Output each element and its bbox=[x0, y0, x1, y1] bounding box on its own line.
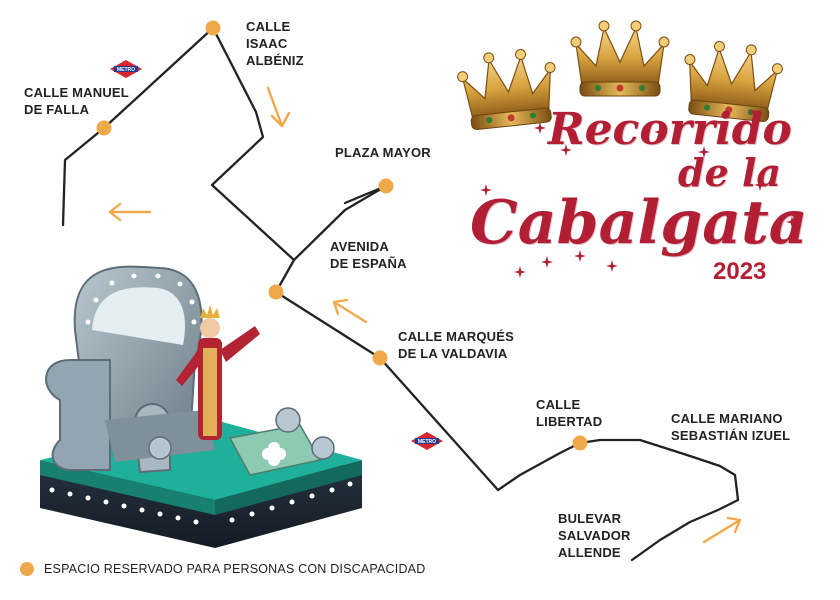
title-line-2: de la bbox=[678, 150, 782, 195]
metro-label: METRO bbox=[418, 439, 436, 445]
float-illustration bbox=[40, 265, 362, 548]
title-line-3: Cabalgata bbox=[470, 188, 808, 258]
metro-label: METRO bbox=[117, 67, 135, 73]
street-label-libertad: CALLE LIBERTAD bbox=[536, 397, 603, 429]
stop-dot-isaac-albeniz bbox=[205, 20, 221, 36]
street-label-marques-valdavia: CALLE MARQUÉS DE LA VALDAVIA bbox=[398, 329, 514, 361]
arrow-icon bbox=[108, 202, 152, 222]
crown-icon bbox=[454, 45, 562, 132]
street-label-manuel-de-falla: CALLE MANUEL DE FALLA bbox=[24, 85, 129, 117]
metro-icon: METRO bbox=[411, 432, 443, 450]
legend-dot-icon bbox=[20, 562, 34, 576]
stop-dot-plaza-mayor bbox=[378, 178, 394, 194]
street-label-avenida-espana: AVENIDA DE ESPAÑA bbox=[330, 239, 407, 271]
arrow-icon bbox=[702, 516, 742, 544]
street-label-mariano-izuel: CALLE MARIANO SEBASTIÁN IZUEL bbox=[671, 411, 791, 443]
legend-text: ESPACIO RESERVADO PARA PERSONAS CON DISC… bbox=[44, 562, 426, 576]
arrow-icon bbox=[332, 298, 368, 324]
street-label-plaza-mayor: PLAZA MAYOR bbox=[335, 145, 431, 160]
street-label-salvador-allende: BULEVAR SALVADOR ALLENDE bbox=[558, 511, 631, 560]
stop-dot-libertad bbox=[572, 435, 588, 451]
title-line-1: Recorrido bbox=[548, 104, 792, 155]
metro-icon: METRO bbox=[110, 60, 142, 78]
legend: ESPACIO RESERVADO PARA PERSONAS CON DISC… bbox=[20, 562, 425, 576]
stop-dot-manuel-de-falla bbox=[96, 120, 112, 136]
crown-icon bbox=[570, 20, 670, 97]
stop-dot-avenida-espana bbox=[268, 284, 284, 300]
title-year: 2023 bbox=[713, 258, 767, 285]
arrow-icon bbox=[266, 86, 291, 128]
stop-dot-marques-valdavia bbox=[372, 350, 388, 366]
street-label-isaac-albeniz: CALLE ISAAC ALBÉNIZ bbox=[246, 19, 304, 68]
